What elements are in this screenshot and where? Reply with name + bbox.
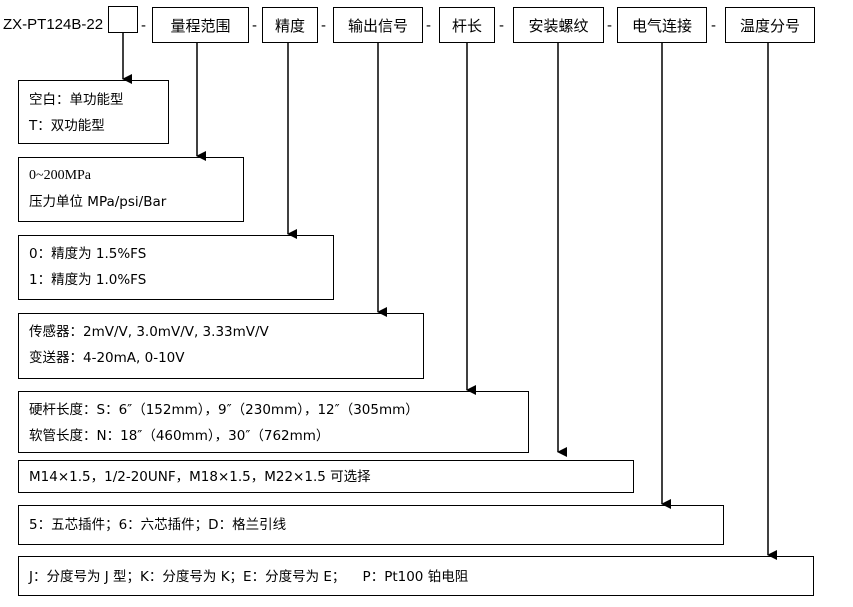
header-temperature: 温度分号 — [725, 7, 815, 43]
separator-2: - — [252, 17, 257, 34]
separator-3: - — [321, 17, 326, 34]
header-thread: 安装螺纹 — [513, 7, 604, 43]
option-box-electrical: 5：五芯插件；6：六芯插件；D：格兰引线 — [18, 505, 724, 545]
option-box-output: 传感器：2mV/V, 3.0mV/V, 3.33mV/V 变送器：4-20mA,… — [18, 313, 424, 379]
option-box-thread: M14×1.5，1/2-20UNF，M18×1.5，M22×1.5 可选择 — [18, 460, 634, 493]
separator-1: - — [141, 17, 146, 34]
option-output-line-1: 传感器：2mV/V, 3.0mV/V, 3.33mV/V — [29, 324, 269, 340]
model-prefix: ZX-PT124B-22 — [3, 16, 104, 33]
header-output-label: 输出信号 — [347, 16, 408, 35]
option-box-rod-length: 硬杆长度：S：6″（152mm），9″（230mm），12″（305mm） 软管… — [18, 391, 529, 453]
option-range-line-2: 压力单位 MPa/psi/Bar — [29, 194, 167, 210]
header-accuracy-label: 精度 — [274, 16, 305, 35]
header-function-box — [108, 6, 138, 33]
option-box-range: 0~200MPa 压力单位 MPa/psi/Bar — [18, 157, 244, 222]
header-electrical-label: 电气连接 — [631, 16, 692, 35]
header-thread-label: 安装螺纹 — [528, 16, 589, 35]
option-electrical-line-1: 5：五芯插件；6：六芯插件；D：格兰引线 — [29, 517, 287, 533]
option-output-line-2: 变送器：4-20mA, 0-10V — [29, 350, 185, 366]
header-range-label: 量程范围 — [170, 16, 231, 35]
option-accuracy-line-2: 1：精度为 1.0%FS — [29, 272, 147, 288]
separator-4: - — [426, 17, 431, 34]
header-output: 输出信号 — [333, 7, 423, 43]
option-box-accuracy: 0：精度为 1.5%FS 1：精度为 1.0%FS — [18, 235, 334, 300]
option-box-function: 空白：单功能型 T：双功能型 — [18, 80, 169, 144]
header-electrical: 电气连接 — [617, 7, 707, 43]
header-temperature-label: 温度分号 — [739, 16, 800, 35]
option-box-temperature: J：分度号为 J 型；K：分度号为 K；E：分度号为 E； P：Pt100 铂电… — [18, 556, 814, 596]
header-rod-length-label: 杆长 — [451, 16, 482, 35]
option-accuracy-line-1: 0：精度为 1.5%FS — [29, 246, 147, 262]
header-rod-length: 杆长 — [439, 7, 495, 43]
option-rod-length-line-2: 软管长度：N：18″（460mm），30″（762mm） — [29, 428, 330, 444]
option-rod-length-line-1: 硬杆长度：S：6″（152mm），9″（230mm），12″（305mm） — [29, 402, 419, 418]
header-accuracy: 精度 — [262, 7, 318, 43]
header-range: 量程范围 — [152, 7, 249, 43]
option-function-line-1: 空白：单功能型 — [29, 92, 124, 108]
option-thread-line-1: M14×1.5，1/2-20UNF，M18×1.5，M22×1.5 可选择 — [29, 469, 371, 485]
option-range-line-1: 0~200MPa — [29, 168, 92, 183]
separator-7: - — [711, 17, 716, 34]
separator-5: - — [499, 17, 504, 34]
separator-6: - — [607, 17, 612, 34]
option-function-line-2: T：双功能型 — [29, 118, 105, 134]
option-temperature-line-1: J：分度号为 J 型；K：分度号为 K；E：分度号为 E； P：Pt100 铂电… — [29, 569, 469, 585]
